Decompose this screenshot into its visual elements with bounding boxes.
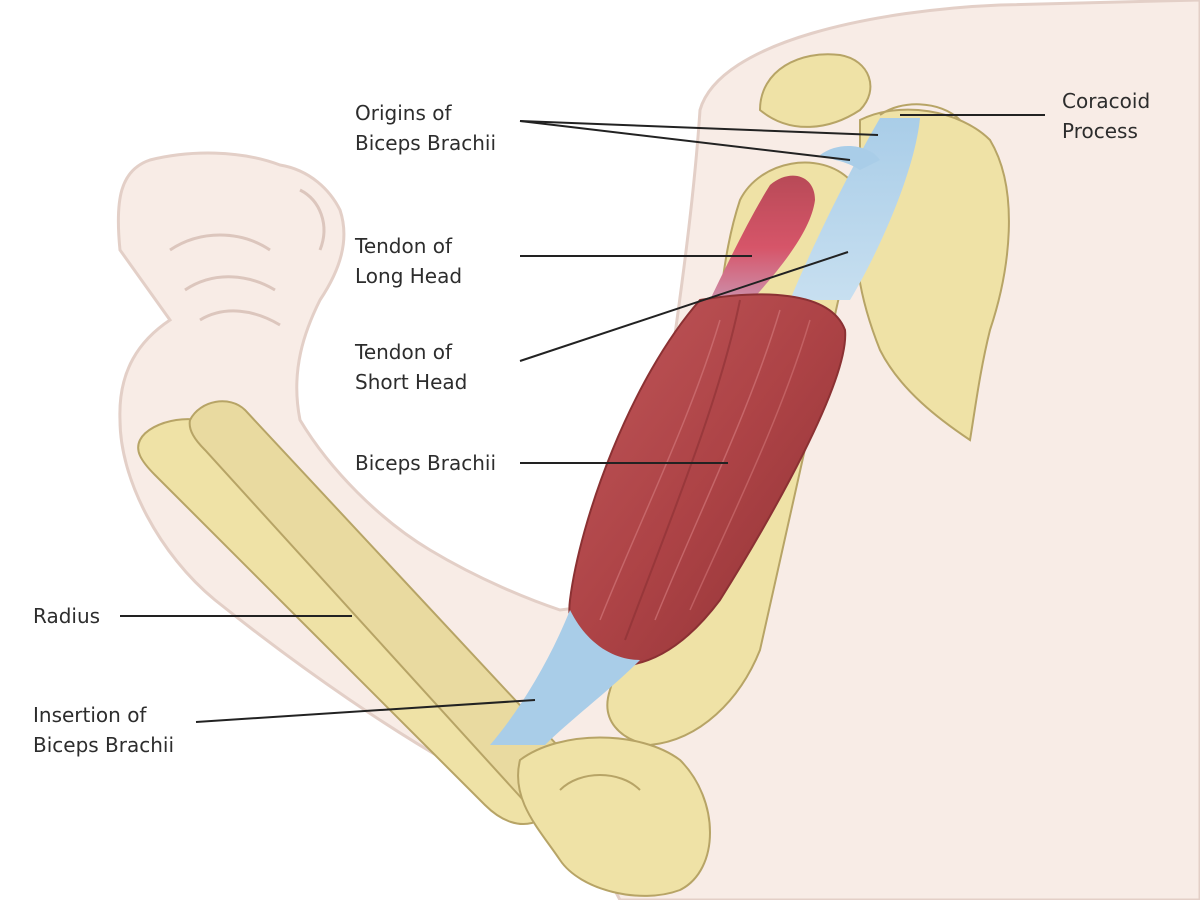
coracoid-label-line2: Process <box>1062 119 1138 143</box>
forearm-bones <box>137 400 711 897</box>
origins-label: Origins of Biceps Brachii <box>355 98 496 158</box>
insertion-leader <box>195 699 536 723</box>
tendon-short-label-line1: Tendon of <box>355 340 453 364</box>
leader-lines <box>120 114 1045 723</box>
origins-leader-2 <box>519 120 851 161</box>
biceps-muscle <box>568 293 847 667</box>
insertion-label-line2: Biceps Brachii <box>33 733 175 757</box>
long-head-tendon <box>700 175 815 320</box>
tendon-long-label-line2: Long Head <box>355 264 463 288</box>
tendon-long-label: Tendon of Long Head <box>355 231 462 291</box>
origins-label-line1: Origins of <box>355 101 452 125</box>
insertion-label-line1: Insertion of <box>33 703 147 727</box>
coracoid-label-line1: Coracoid <box>1062 89 1151 113</box>
insertion-label: Insertion of Biceps Brachii <box>33 700 174 760</box>
short-head-tendon <box>790 118 920 300</box>
radius-label: Radius <box>33 601 100 631</box>
biceps-label-line1: Biceps Brachii <box>355 451 497 475</box>
tendon-short-label: Tendon of Short Head <box>355 337 467 397</box>
radius-label-line1: Radius <box>33 604 101 628</box>
biceps-label: Biceps Brachii <box>355 448 496 478</box>
coracoid-label: Coracoid Process <box>1062 86 1150 146</box>
tendon-long-label-line1: Tendon of <box>355 234 453 258</box>
insertion-tendon <box>490 610 640 745</box>
origins-leader-1 <box>519 120 879 136</box>
tendon-short-label-line2: Short Head <box>355 370 468 394</box>
tendon-short-leader <box>519 251 849 362</box>
origins-label-line2: Biceps Brachii <box>355 131 497 155</box>
